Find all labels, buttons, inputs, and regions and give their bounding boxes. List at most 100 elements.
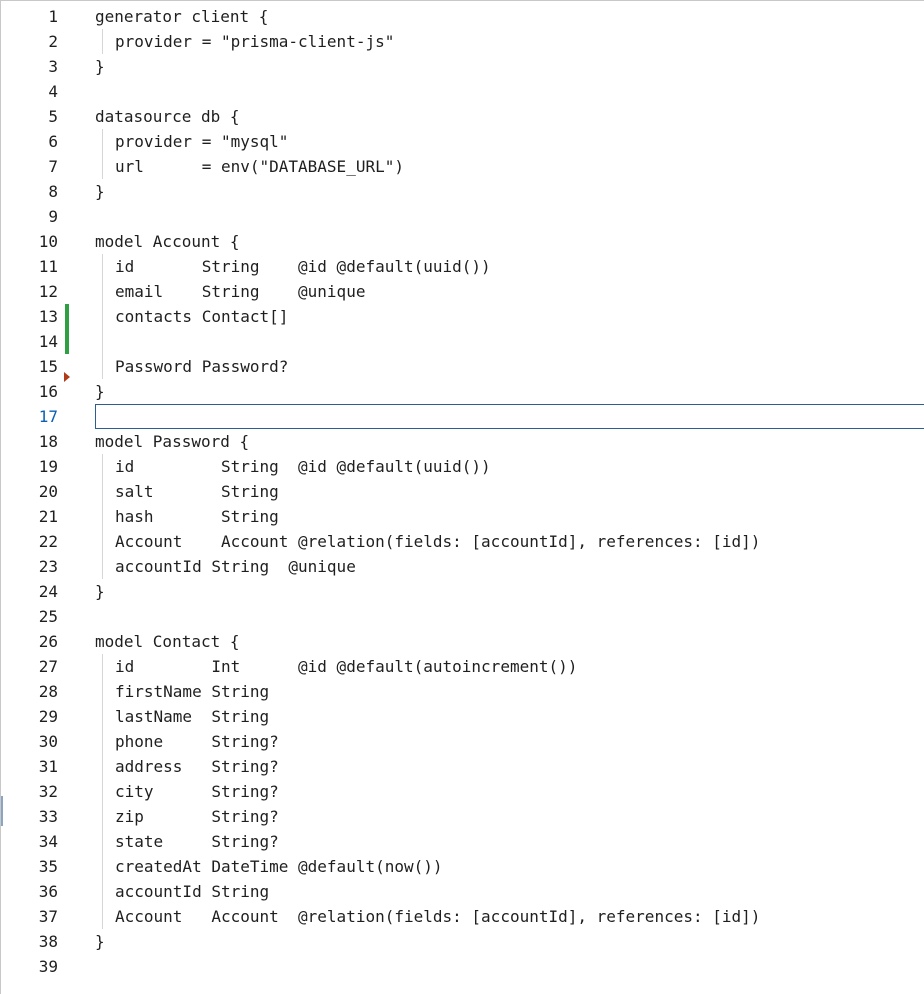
code-text[interactable]: provider = "prisma-client-js" — [115, 32, 395, 51]
indent-guide — [102, 754, 103, 779]
line-number: 14 — [38, 332, 58, 351]
code-line[interactable]: 1 generator client { — [1, 4, 924, 29]
code-line[interactable]: 38} — [1, 929, 924, 954]
code-text[interactable]: id Int @id @default(autoincrement()) — [115, 657, 578, 676]
code-text[interactable]: createdAt DateTime @default(now()) — [115, 857, 443, 876]
code-text[interactable]: state String? — [115, 832, 279, 851]
indent-guide — [102, 154, 103, 179]
line-number: 38 — [38, 932, 58, 951]
indent-guide — [102, 129, 103, 154]
line-number: 35 — [38, 857, 58, 876]
code-text[interactable]: generator client { — [95, 7, 269, 26]
code-line[interactable]: 22 Account Account @relation(fields: [acc… — [1, 529, 924, 554]
line-number: 31 — [38, 757, 58, 776]
code-text[interactable]: salt String — [115, 482, 279, 501]
code-line[interactable]: 39 — [1, 954, 924, 979]
code-line[interactable]: 15 Password Password? — [1, 354, 924, 379]
line-number: 18 — [38, 432, 58, 451]
indent-guide — [102, 554, 103, 579]
line-number: 3 — [48, 57, 58, 76]
code-line[interactable]: 13 contacts Contact[] — [1, 304, 924, 329]
indent-guide — [102, 729, 103, 754]
line-number: 8 — [48, 182, 58, 201]
line-number: 28 — [38, 682, 58, 701]
code-text[interactable]: firstName String — [115, 682, 270, 701]
code-line[interactable]: 17 — [1, 404, 924, 429]
code-text[interactable]: } — [95, 932, 105, 951]
code-text[interactable]: id String @id @default(uuid()) — [115, 257, 491, 276]
code-text[interactable]: lastName String — [115, 707, 270, 726]
code-text[interactable]: provider = "mysql" — [115, 132, 289, 151]
breakpoint-marker-icon[interactable] — [64, 372, 70, 382]
indent-guide — [102, 454, 103, 479]
code-line[interactable]: 14 — [1, 329, 924, 354]
indent-guide — [102, 679, 103, 704]
line-number: 15 — [38, 357, 58, 376]
code-line[interactable]: 28 firstName String — [1, 679, 924, 704]
indent-guide — [102, 304, 103, 329]
code-line[interactable]: 35 createdAt DateTime @default(now()) — [1, 854, 924, 879]
code-line[interactable]: 25 — [1, 604, 924, 629]
code-line[interactable]: 16} — [1, 379, 924, 404]
code-text[interactable]: id String @id @default(uuid()) — [115, 457, 491, 476]
code-line[interactable]: 4 — [1, 79, 924, 104]
code-text[interactable]: address String? — [115, 757, 279, 776]
code-text[interactable]: Password Password? — [115, 357, 289, 376]
code-text[interactable]: phone String? — [115, 732, 279, 751]
code-line[interactable]: 8} — [1, 179, 924, 204]
code-text[interactable]: } — [95, 582, 105, 601]
code-text[interactable]: datasource db { — [95, 107, 240, 126]
code-text[interactable]: accountId String — [115, 882, 270, 901]
code-line[interactable]: 31 address String? — [1, 754, 924, 779]
change-marker — [65, 329, 69, 354]
code-text[interactable]: } — [95, 382, 105, 401]
code-text[interactable]: } — [95, 182, 105, 201]
code-line[interactable]: 3} — [1, 54, 924, 79]
code-text[interactable]: model Contact { — [95, 632, 240, 651]
code-text[interactable]: model Account { — [95, 232, 240, 251]
code-text[interactable]: url = env("DATABASE_URL") — [115, 157, 404, 176]
code-line[interactable]: 18 model Password { — [1, 429, 924, 454]
code-text[interactable]: } — [95, 57, 105, 76]
line-number: 22 — [38, 532, 58, 551]
code-text[interactable]: city String? — [115, 782, 279, 801]
code-line[interactable]: 33 zip String? — [1, 804, 924, 829]
code-text[interactable]: Account Account @relation(fields: [accou… — [115, 907, 761, 926]
code-text[interactable]: accountId String @unique — [115, 557, 356, 576]
indent-guide — [102, 254, 103, 279]
indent-guide — [102, 854, 103, 879]
code-line[interactable]: 9 — [1, 204, 924, 229]
code-text[interactable]: hash String — [115, 507, 279, 526]
code-text[interactable]: Account Account @relation(fields: [accou… — [115, 532, 761, 551]
code-line[interactable]: 24} — [1, 579, 924, 604]
line-number: 25 — [38, 607, 58, 626]
line-number: 13 — [38, 307, 58, 326]
code-text[interactable]: email String @unique — [115, 282, 366, 301]
line-number: 1 — [48, 7, 58, 26]
code-text[interactable]: model Password { — [95, 432, 250, 451]
indent-guide — [102, 779, 103, 804]
code-text[interactable]: zip String? — [115, 807, 279, 826]
line-number: 33 — [38, 807, 58, 826]
code-text[interactable]: contacts Contact[] — [115, 307, 289, 326]
